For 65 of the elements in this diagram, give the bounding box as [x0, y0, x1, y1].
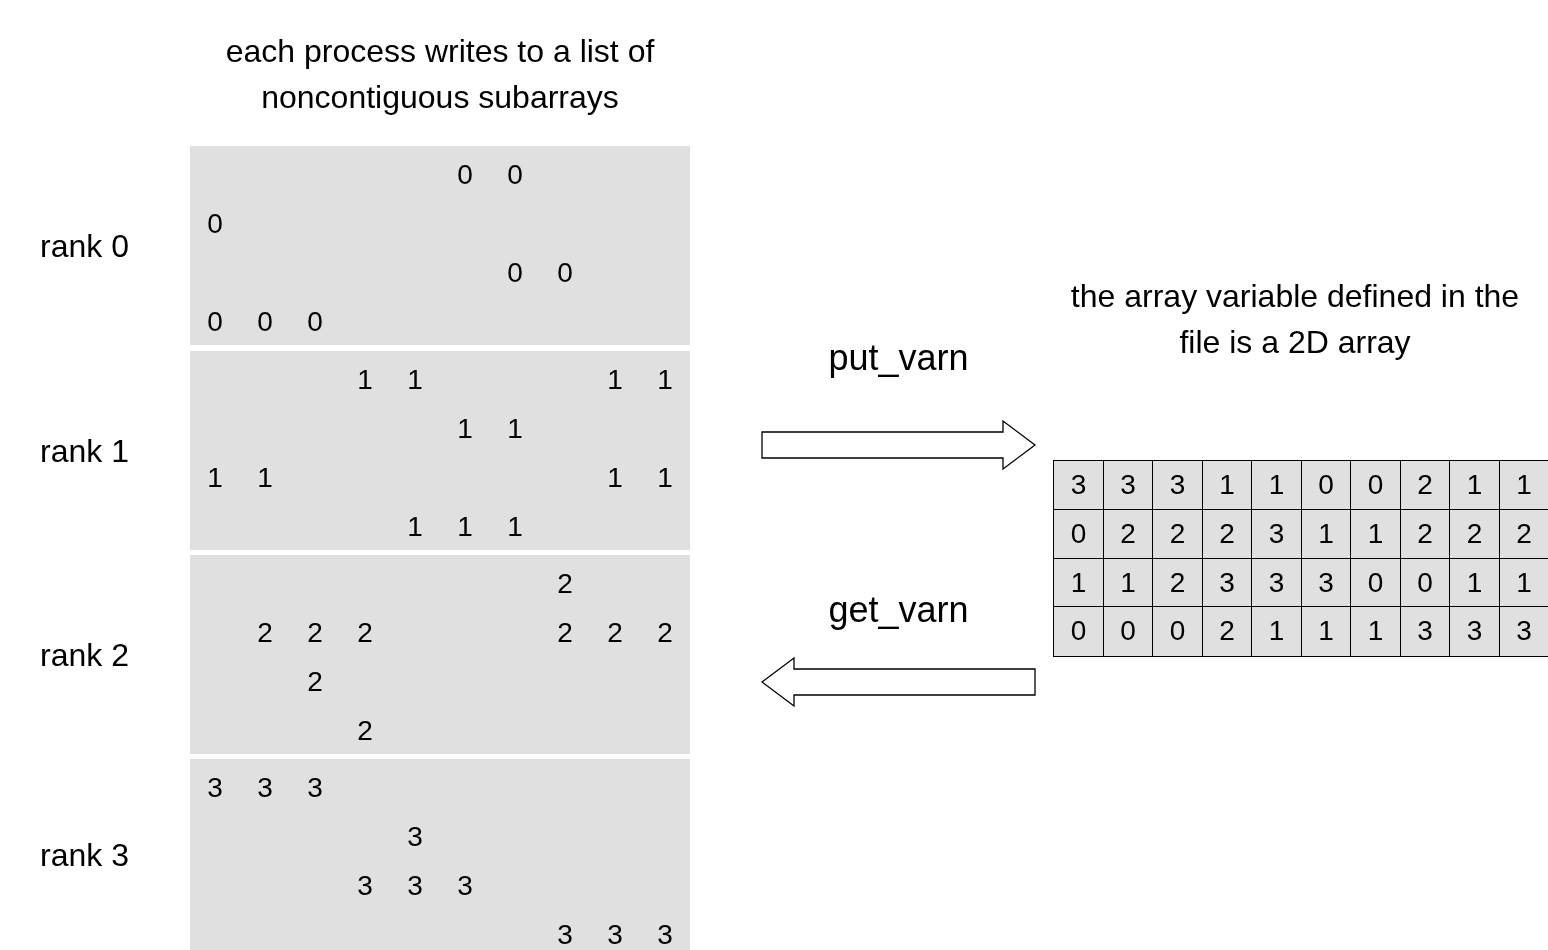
grid-value: 1 [606, 363, 624, 397]
grid-value: 2 [556, 616, 574, 650]
block-arrow [760, 656, 1036, 708]
grid-value: 3 [206, 771, 224, 805]
grid-value: 2 [356, 616, 374, 650]
edge-label: put_varn [827, 336, 970, 380]
row-label: rank 0 [40, 226, 130, 266]
array-heading: the array variable defined in the file is a 2D array [1069, 277, 1521, 362]
grid-value: 0 [456, 158, 474, 192]
panel-heading: each process writes to a list of noncontiguous subarrays [224, 32, 656, 117]
grid-value: 1 [456, 412, 474, 446]
grid-value: 1 [656, 363, 674, 397]
grid-value: 0 [206, 207, 224, 241]
grid-value: 0 [506, 158, 524, 192]
table-cell: 0 [1053, 606, 1104, 657]
grid-value: 2 [556, 567, 574, 601]
grid-value: 1 [256, 461, 274, 495]
row-label: rank 1 [40, 431, 130, 471]
grid-value: 2 [656, 616, 674, 650]
row-label: rank 2 [40, 635, 130, 675]
grid-value: 3 [306, 771, 324, 805]
table-cell: 3 [1053, 460, 1104, 511]
table-cell: 1 [1300, 606, 1352, 657]
table-cell: 0 [1102, 606, 1154, 657]
table-cell: 3 [1498, 606, 1548, 657]
grid-value: 3 [256, 771, 274, 805]
table-cell: 0 [1350, 460, 1401, 511]
grid-value: 2 [606, 616, 624, 650]
grid-value: 1 [456, 510, 474, 544]
grid-value: 1 [606, 461, 624, 495]
grid-value: 1 [656, 461, 674, 495]
grid-value: 0 [256, 305, 274, 339]
grid-value: 1 [506, 510, 524, 544]
grid-value: 0 [306, 305, 324, 339]
grid-value: 1 [406, 510, 424, 544]
grid-value: 3 [456, 869, 474, 903]
grid-value: 1 [356, 363, 374, 397]
table-cell: 3 [1399, 606, 1451, 657]
grid-value: 3 [556, 918, 574, 950]
grid-value: 0 [556, 256, 574, 290]
table-cell: 1 [1251, 606, 1302, 657]
grid-value: 0 [206, 305, 224, 339]
row-label: rank 3 [40, 835, 130, 875]
table-cell: 3 [1449, 606, 1500, 657]
grid-value: 1 [406, 363, 424, 397]
table-cell: 3 [1152, 460, 1203, 511]
table-cell: 0 [1152, 606, 1203, 657]
grid-value: 3 [656, 918, 674, 950]
table-cell: 2 [1201, 606, 1253, 657]
grid-value: 3 [406, 869, 424, 903]
grid-value: 3 [406, 820, 424, 854]
table-cell: 1 [1449, 460, 1500, 511]
grid-value: 2 [306, 616, 324, 650]
grid-value: 2 [256, 616, 274, 650]
table-cell: 1 [1251, 460, 1302, 511]
grid-value: 3 [606, 918, 624, 950]
grid-value: 1 [506, 412, 524, 446]
table-cell: 1 [1350, 606, 1401, 657]
edge-label: get_varn [827, 588, 970, 632]
grid-value: 2 [306, 665, 324, 699]
grid-value: 1 [206, 461, 224, 495]
grid-value: 3 [356, 869, 374, 903]
grid-value: 0 [506, 256, 524, 290]
grid-value: 2 [356, 714, 374, 748]
block-arrow [761, 419, 1037, 471]
